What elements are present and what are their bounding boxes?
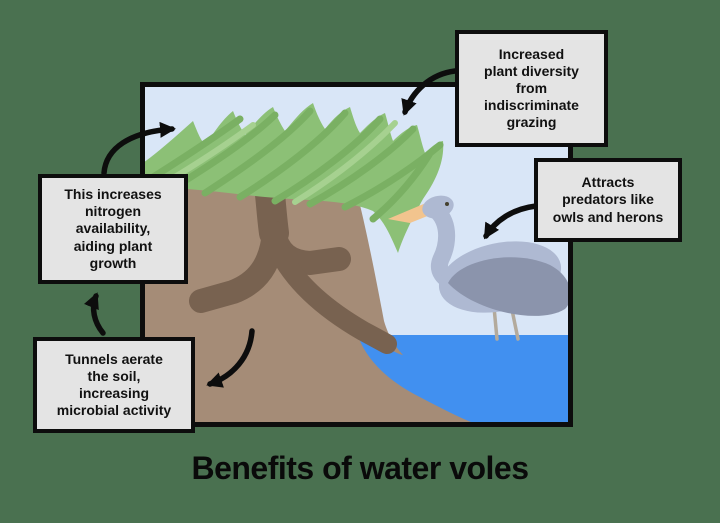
- heron-eye: [445, 202, 449, 206]
- diagram-title: Benefits of water voles: [191, 450, 529, 486]
- heron-head: [422, 195, 454, 219]
- vole-tunnels: [189, 170, 397, 354]
- callout-nitrogen: This increases nitrogen availability, ai…: [38, 174, 188, 284]
- heron: [388, 195, 568, 341]
- heron-wing: [448, 257, 568, 316]
- arrow-tunnels-to-nitrogen: [84, 292, 106, 336]
- grass: [145, 103, 444, 253]
- callout-plant-diversity: Increased plant diversity from indiscrim…: [455, 30, 608, 147]
- callout-tunnels: Tunnels aerate the soil, increasing micr…: [33, 337, 195, 433]
- callout-predators: Attracts predators like owls and herons: [534, 158, 682, 242]
